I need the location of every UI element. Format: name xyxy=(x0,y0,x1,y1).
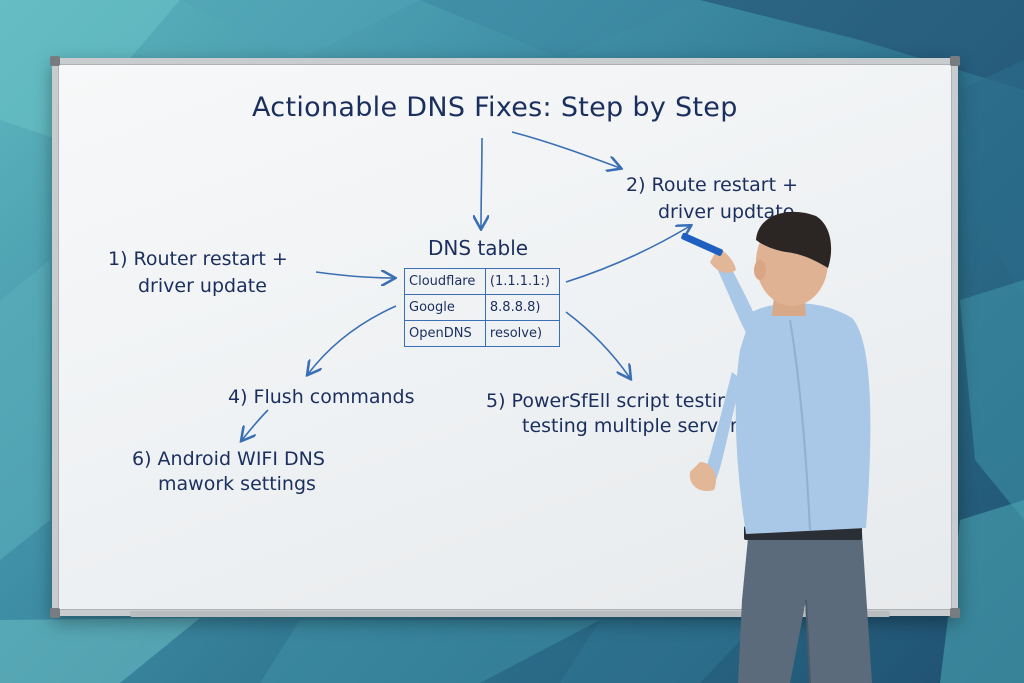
dns-table-title: DNS table xyxy=(428,236,529,260)
step-4: 4) Flush commands xyxy=(228,386,415,408)
table-cell: Cloudflare xyxy=(404,268,486,295)
table-row: Cloudflare (1.1.1.1:) xyxy=(404,268,561,295)
table-cell: 8.8.8.8) xyxy=(484,294,561,321)
step-5-line-2: testing multiple servers xyxy=(522,415,748,437)
step-1-line-1: 1) Router restart + xyxy=(108,248,288,270)
arrow-table-to-step4 xyxy=(308,305,397,374)
board-corner xyxy=(950,608,960,618)
table-cell: resolve) xyxy=(484,320,561,347)
step-2-line-1: 2) Route restart + xyxy=(626,174,799,196)
arrow-title-to-table xyxy=(481,137,482,228)
dns-table: Cloudflare (1.1.1.1:) Google 8.8.8.8) Op… xyxy=(404,268,561,347)
table-row: Google 8.8.8.8) xyxy=(404,294,561,321)
board-corner xyxy=(50,608,60,618)
board-corner xyxy=(950,56,960,66)
step-2-line-2: driver updtate xyxy=(658,201,795,223)
step-5-line-1: 5) PowerSfEll script testir xyxy=(486,390,725,412)
step-6-line-1: 6) Android WIFI DNS xyxy=(132,448,325,470)
marker-tray xyxy=(130,611,890,617)
step-1-line-2: driver update xyxy=(138,275,267,297)
arrow-table-to-step5 xyxy=(565,311,630,378)
board-title: Actionable DNS Fixes: Step by Step xyxy=(252,92,738,123)
table-cell: OpenDNS xyxy=(404,320,486,347)
step-6-line-2: mawork settings xyxy=(158,473,316,495)
arrow-title-to-step2 xyxy=(511,131,620,168)
board-corner xyxy=(50,56,60,66)
arrow-table-to-step2 xyxy=(565,226,690,283)
arrow-step1-to-table xyxy=(315,272,394,278)
table-row: OpenDNS resolve) xyxy=(404,320,561,347)
arrow-step4-to-step6 xyxy=(242,409,269,440)
